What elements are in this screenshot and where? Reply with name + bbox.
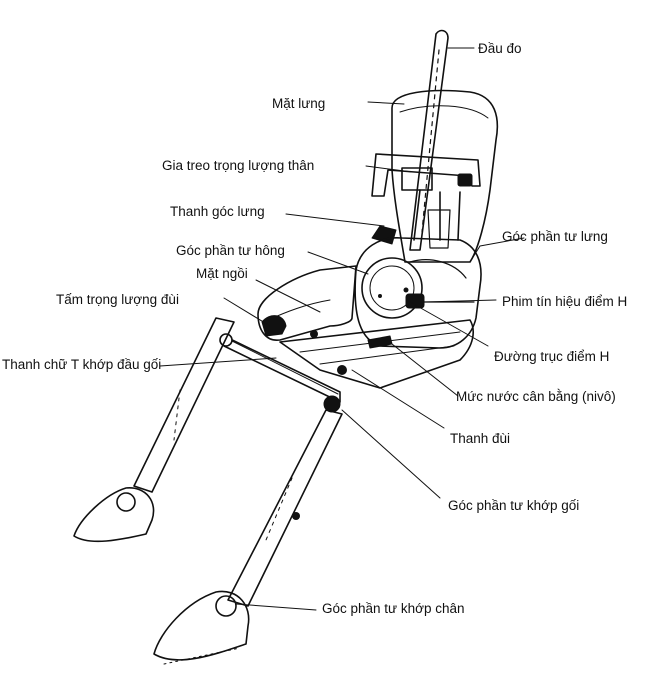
label-torso-weight-hanger: Gia treo trọng lượng thân: [162, 158, 315, 173]
label-seat-pan: Mặt ngồi: [196, 266, 248, 281]
label-knee-t-bar: Thanh chữ T khớp đầu gối: [2, 357, 162, 372]
hip-shell: [354, 237, 482, 349]
label-ankle-angle-quadrant: Góc phần tư khớp chân: [322, 601, 465, 616]
hanger-knob: [457, 173, 473, 187]
back-pan-shape: [391, 89, 499, 263]
left-leg-bar: [133, 317, 235, 493]
leader-lines: [159, 47, 525, 611]
label-knee-angle-quadrant: Góc phần tư khớp gối: [448, 498, 580, 513]
seat-frame: [279, 319, 474, 389]
label-h-point-sight-button: Phim tín hiệu điểm H: [502, 294, 628, 309]
label-thigh-bar: Thanh đùi: [450, 431, 511, 446]
back-angle-bar-shape: [371, 225, 397, 245]
left-foot: [73, 487, 155, 543]
label-hip-angle-quadrant: Góc phần tư hông: [176, 243, 285, 258]
label-h-point-pivot: Đường trục điểm H: [494, 349, 610, 364]
measuring-probe: [409, 29, 449, 251]
hip-quadrant-disc: [361, 257, 423, 319]
label-level: Mức nước cân bằng (nivô): [456, 389, 616, 404]
label-measuring-head: Đầu đo: [478, 41, 522, 56]
label-back-angle-quadrant: Góc phần tư lưng: [502, 229, 608, 244]
label-back-pan: Mặt lưng: [272, 96, 326, 111]
label-back-angle-bar: Thanh góc lưng: [170, 204, 265, 219]
h-point-button: [405, 293, 425, 309]
right-foot: [153, 590, 250, 661]
thigh-weight-pad-shape: [261, 315, 287, 337]
label-thigh-weight-pad: Tấm trọng lượng đùi: [56, 292, 179, 307]
right-leg-bar: [227, 409, 343, 607]
